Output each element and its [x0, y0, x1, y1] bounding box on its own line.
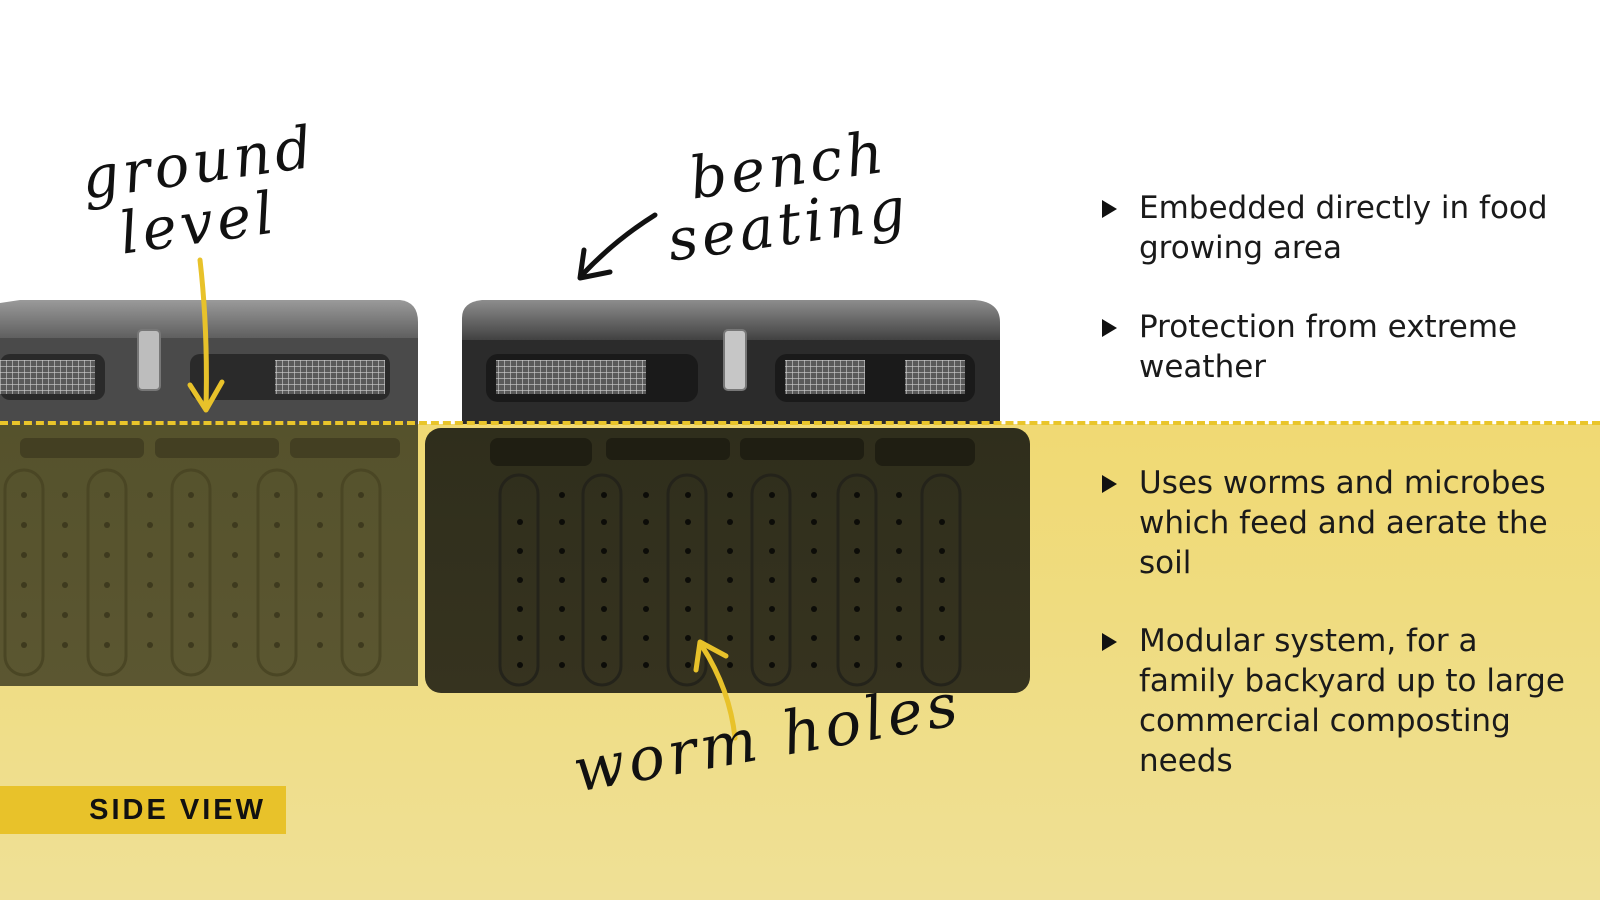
- bullet-triangle-icon: [1102, 319, 1117, 337]
- right-bin-slot-2: [606, 438, 730, 460]
- left-bin: [0, 300, 418, 686]
- feature-text: Protection from extreme weather: [1139, 309, 1518, 385]
- ground-level-arrow-icon: [187, 257, 225, 413]
- left-bin-slot-3: [290, 438, 400, 458]
- left-bin-ribs: [3, 468, 382, 677]
- right-bin-ribs: [498, 473, 962, 687]
- right-bin-body: [425, 428, 1030, 693]
- right-bin-slot-4: [875, 438, 975, 466]
- bullet-triangle-icon: [1102, 475, 1117, 493]
- right-bin-latch: [723, 329, 747, 391]
- right-bin-lid: [462, 300, 1000, 342]
- right-bin-slot-1: [490, 438, 592, 466]
- bench-seating-arrow-icon: [577, 212, 658, 281]
- left-bin-slot-2: [155, 438, 279, 458]
- side-view-text: SIDE VIEW: [89, 794, 266, 826]
- right-bin-mesh-right: [785, 360, 865, 394]
- right-bin-slot-3: [740, 438, 864, 460]
- left-bin-slot-1: [20, 438, 144, 458]
- left-bin-worm-holes: [21, 492, 364, 648]
- right-bin-mesh-right-2: [905, 360, 965, 394]
- right-bin: [425, 300, 1030, 693]
- worm-holes-arrow-icon: [693, 639, 738, 741]
- feature-text: Modular system, for a family backyard up…: [1139, 623, 1565, 779]
- side-view-label: SIDE VIEW: [0, 786, 286, 834]
- left-bin-lid: [0, 300, 418, 340]
- left-bin-mesh-right: [275, 360, 385, 394]
- right-bin-mesh-left: [496, 360, 646, 394]
- left-bin-latch: [137, 329, 161, 391]
- bullet-triangle-icon: [1102, 633, 1117, 651]
- feature-text: Uses worms and microbes which feed and a…: [1139, 465, 1548, 581]
- bullet-triangle-icon: [1102, 200, 1117, 218]
- ground-level-line: [0, 421, 1600, 425]
- left-bin-mesh-left: [0, 360, 95, 394]
- feature-text: Embedded directly in food growing area: [1139, 190, 1548, 266]
- right-bin-worm-holes: [517, 492, 945, 668]
